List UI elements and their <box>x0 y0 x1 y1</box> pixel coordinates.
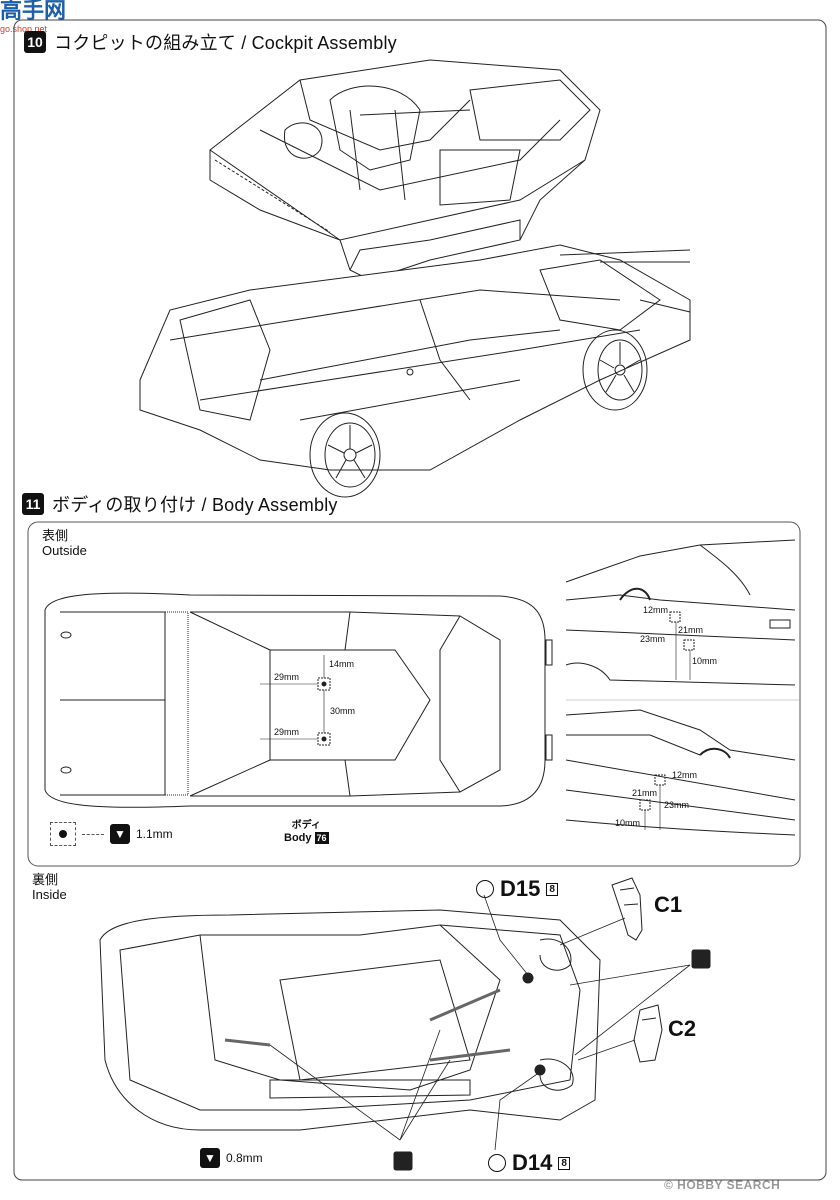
drill-bit-icon-inside: ▼ <box>200 1148 220 1168</box>
part-d14-count: 8 <box>558 1156 570 1170</box>
dim-upper-12mm: 12mm <box>643 605 668 615</box>
inside-label: 裏側 Inside <box>32 872 67 902</box>
watermark-text: 高手网 <box>0 0 67 24</box>
dim-29mm-b: 29mm <box>274 727 299 737</box>
body-label-jp: ボディ <box>291 820 321 831</box>
glue-icon-2 <box>393 1151 413 1171</box>
outside-label-jp: 表側 <box>42 528 69 543</box>
step10-title: コクピットの組み立て / Cockpit Assembly <box>54 33 397 53</box>
hole-mark-1 <box>317 677 331 691</box>
step11-number: 11 <box>22 493 44 515</box>
drill-size-outside: 1.1mm <box>136 827 173 841</box>
body-side-view-lower <box>565 709 796 836</box>
part-c2-label: C2 <box>668 1016 697 1041</box>
body-part-label: ボディ Body 76 <box>284 820 329 844</box>
chassis <box>139 244 691 498</box>
dim-lower-23mm: 23mm <box>664 800 689 810</box>
part-d15-label: D15 <box>500 876 541 901</box>
step11-header: 11 ボディの取り付け / Body Assembly <box>22 492 338 516</box>
drill-legend-inside: ▼ 0.8mm <box>200 1148 263 1168</box>
dim-lower-10mm: 10mm <box>615 818 640 828</box>
part-d15: D15 8 <box>476 876 558 902</box>
part-d14: D14 8 <box>488 1150 570 1176</box>
sprue-circle-icon <box>476 880 494 898</box>
inside-label-en: Inside <box>32 887 67 902</box>
part-d14-label: D14 <box>512 1150 553 1175</box>
dim-14mm: 14mm <box>329 659 354 669</box>
watermark-bottom: © HOBBY SEARCH <box>664 1178 781 1192</box>
dim-upper-21mm: 21mm <box>678 625 703 635</box>
page-frame <box>13 19 827 1181</box>
part-d15-count: 8 <box>546 882 558 896</box>
outside-label: 表側 Outside <box>42 528 87 558</box>
rear-wheel <box>582 329 648 411</box>
body-inside-view <box>99 877 711 1171</box>
drill-hole-icon <box>50 822 76 846</box>
drill-legend-outside: ▼ 1.1mm <box>50 822 173 846</box>
assembly-arrow-head <box>404 361 416 376</box>
inside-label-jp: 裏側 <box>32 872 59 887</box>
dim-upper-23mm: 23mm <box>640 634 665 644</box>
dim-upper-10mm: 10mm <box>692 656 717 666</box>
drill-size-inside: 0.8mm <box>226 1151 263 1165</box>
hole-mark-2 <box>317 732 331 746</box>
sprue-circle-icon-d14 <box>488 1154 506 1172</box>
dim-30mm: 30mm <box>330 706 355 716</box>
step10-number: 10 <box>24 31 46 53</box>
body-side-view-upper <box>565 539 796 686</box>
dim-lower-12mm: 12mm <box>672 770 697 780</box>
body-top-view <box>44 592 553 808</box>
dim-29mm-a: 29mm <box>274 672 299 682</box>
dimension-labels: 14mm 29mm 30mm 29mm 12mm 21mm 23mm 10mm … <box>274 605 717 828</box>
cockpit-tub <box>209 59 601 281</box>
drill-bit-icon: ▼ <box>110 824 130 844</box>
body-label-en: Body <box>284 832 312 844</box>
part-c1-label: C1 <box>654 892 683 917</box>
body-part-number: 76 <box>314 832 329 844</box>
step11-title: ボディの取り付け / Body Assembly <box>52 495 338 515</box>
outside-panel <box>27 521 801 867</box>
front-wheel <box>309 412 381 498</box>
dim-lower-21mm: 21mm <box>632 788 657 798</box>
outside-label-en: Outside <box>42 543 87 558</box>
step10-header: 10 コクピットの組み立て / Cockpit Assembly <box>24 30 397 54</box>
glue-icon-1 <box>691 949 711 969</box>
